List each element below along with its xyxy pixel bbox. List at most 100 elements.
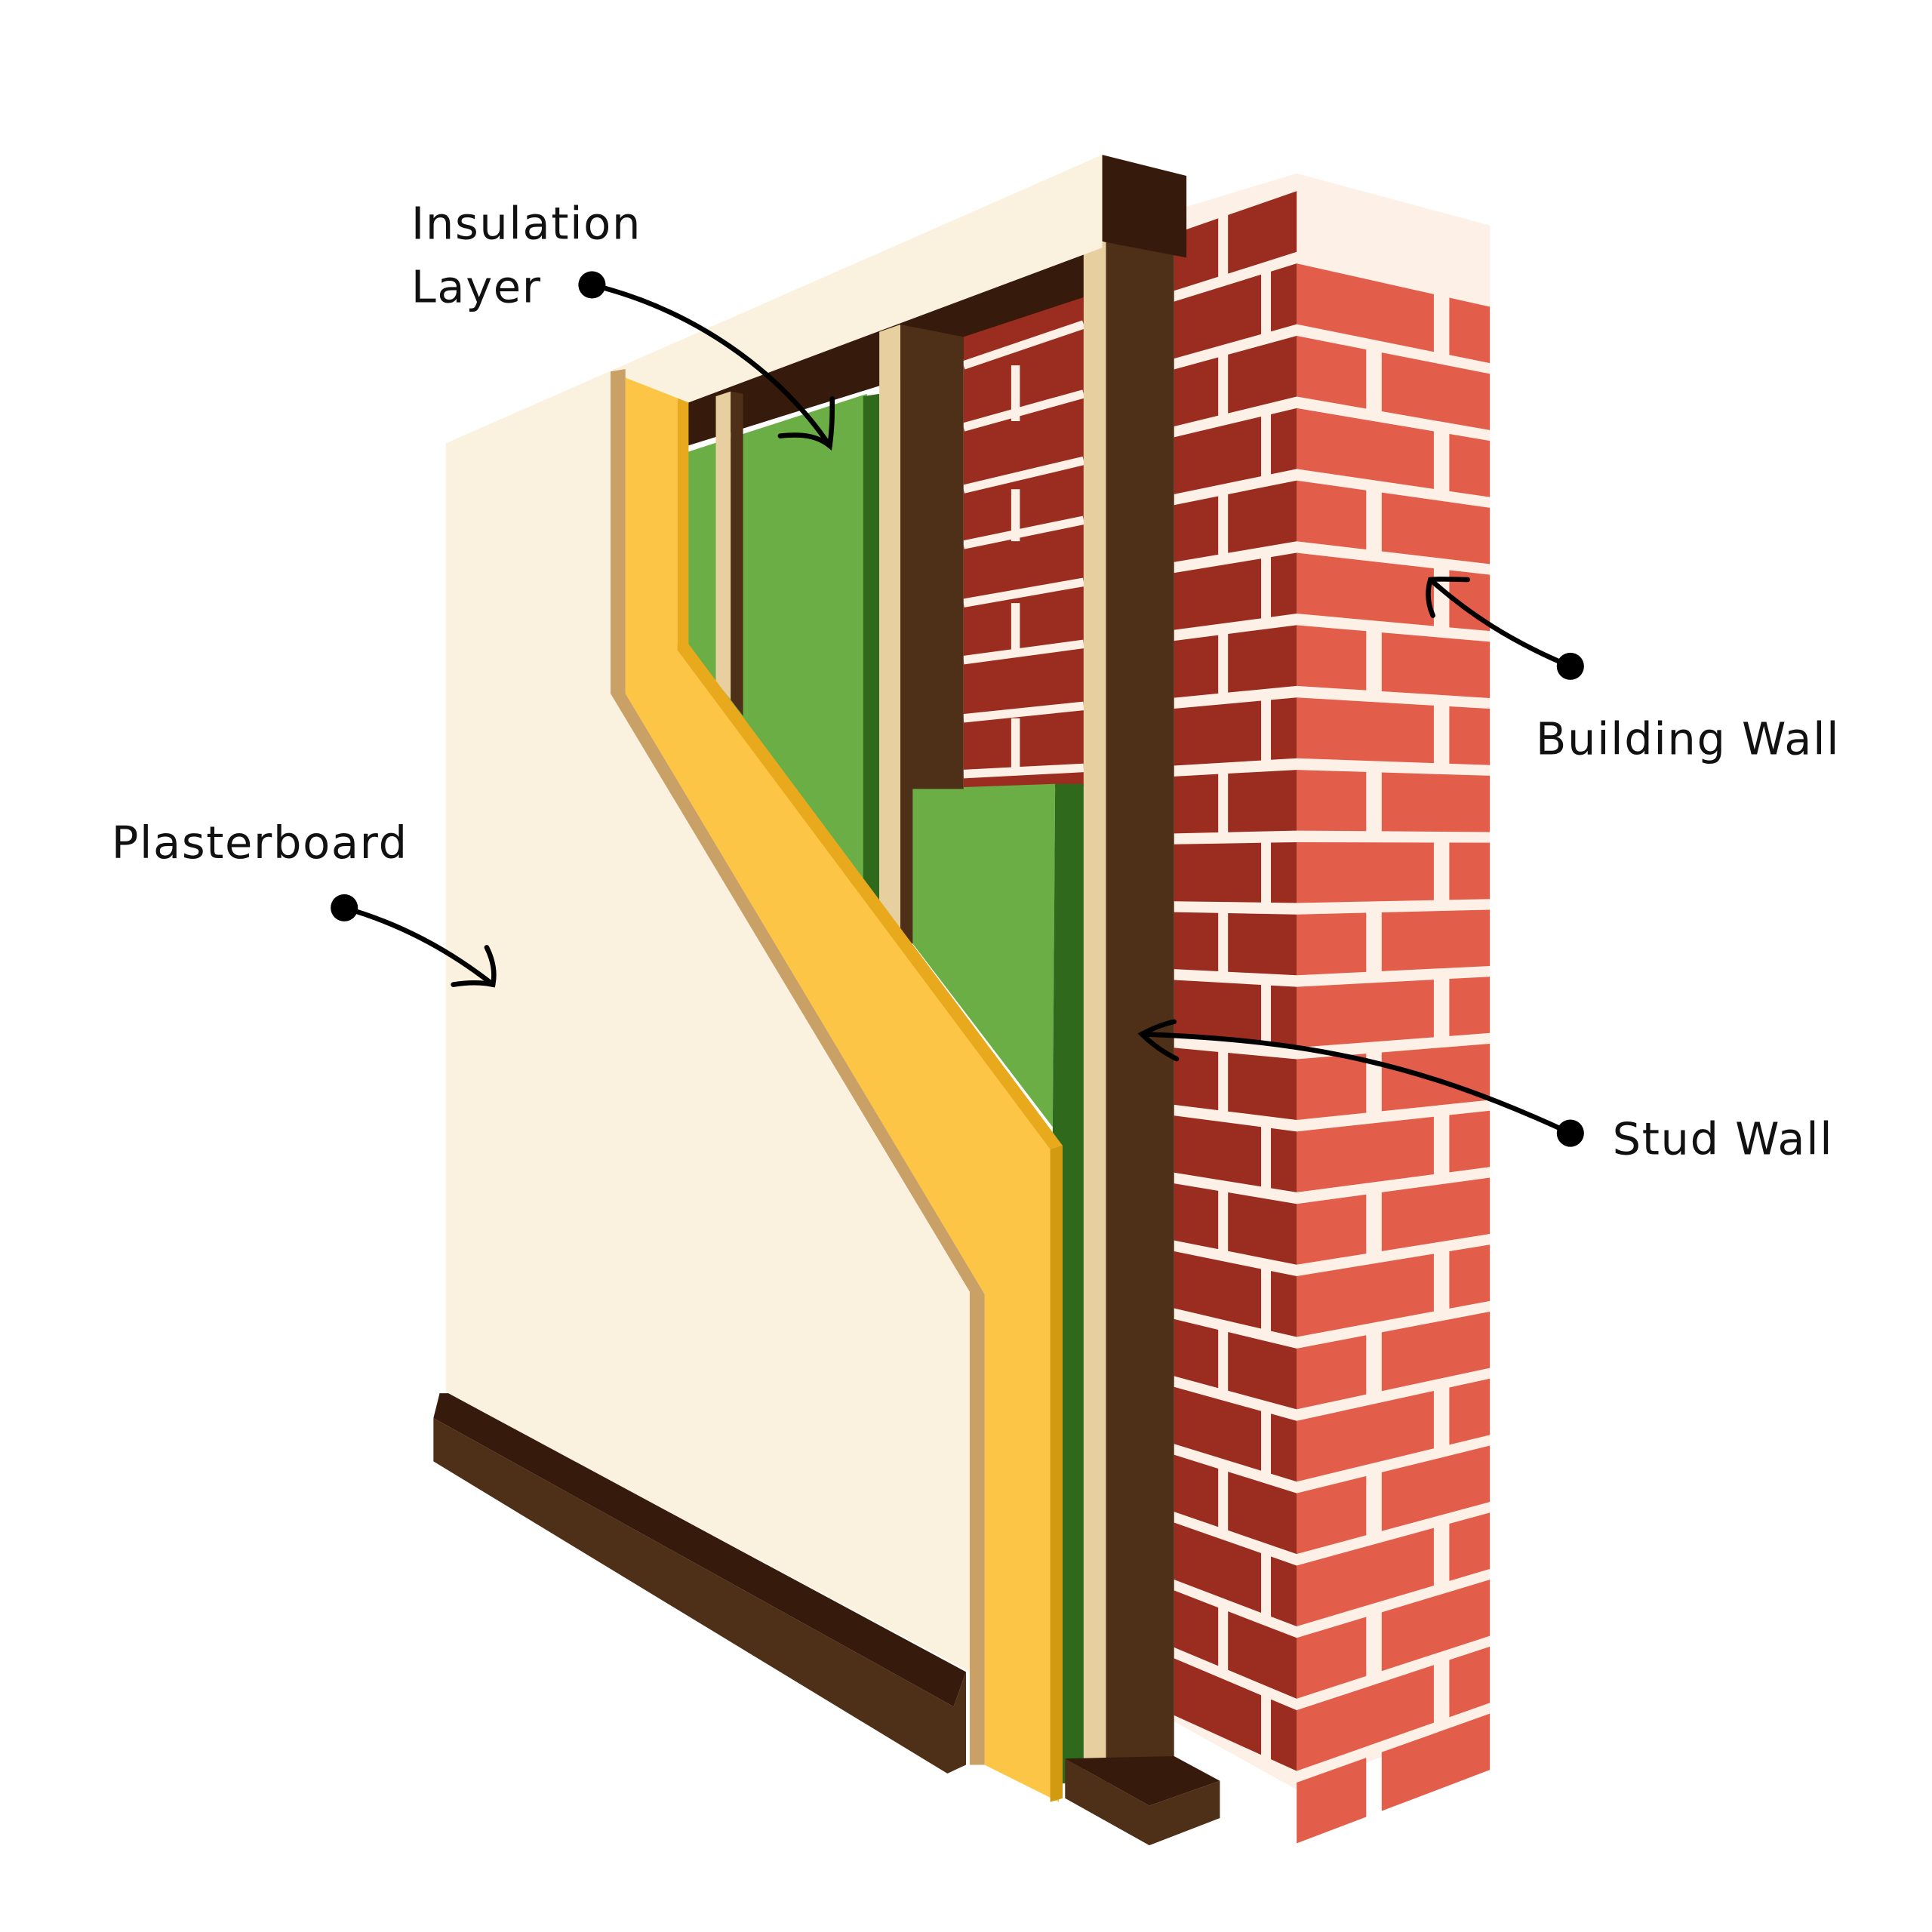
brick: [1174, 1251, 1262, 1329]
brick: [1381, 352, 1491, 430]
stud-wall-annotation-dot: [1556, 1119, 1584, 1147]
brick: [1174, 700, 1262, 766]
stud-middle-light: [879, 324, 901, 942]
brick: [1228, 1192, 1297, 1265]
brick: [1174, 558, 1262, 630]
brick: [1228, 625, 1297, 693]
brick: [1381, 1312, 1491, 1392]
brick: [1174, 1048, 1219, 1111]
brick: [1297, 1116, 1434, 1192]
plasterboard-label: Plasterboard: [112, 817, 408, 869]
brick: [1381, 1580, 1491, 1672]
brick: [1297, 1527, 1434, 1626]
stud-base-top: [1065, 1755, 1220, 1806]
brick: [1381, 1445, 1491, 1531]
brick: [1297, 697, 1434, 764]
brick: [1174, 1658, 1262, 1755]
brick: [1449, 434, 1491, 497]
building-wall: [1174, 173, 1491, 1844]
brick: [1174, 912, 1219, 972]
brick: [1271, 1414, 1297, 1482]
brick: [1271, 1699, 1297, 1771]
plasterboard-annotation-dot: [331, 894, 358, 921]
bottom-plate-front: [433, 1417, 966, 1774]
brick: [1449, 1646, 1491, 1718]
stud-main-light: [1083, 242, 1106, 1784]
brick: [1228, 191, 1297, 274]
brick: [1174, 774, 1219, 834]
stud-middle-dark: [900, 324, 964, 944]
brick: [1449, 1110, 1491, 1173]
brick: [1297, 480, 1367, 550]
insulation-annotation: [589, 282, 835, 451]
brick: [1449, 1512, 1491, 1581]
brick: [1297, 1194, 1367, 1265]
stud-top-cap: [1102, 155, 1187, 258]
brick: [1297, 335, 1367, 409]
vapour-membrane-side: [1050, 1145, 1063, 1802]
building-wall-annotation: [1426, 576, 1574, 669]
brick: [1381, 909, 1491, 971]
brick: [1449, 706, 1491, 765]
brick: [1297, 552, 1434, 626]
vapour-membrane-edge: [677, 356, 1063, 1149]
brick: [1174, 357, 1219, 427]
stud-thin-dark: [731, 391, 743, 716]
brick: [1271, 1271, 1297, 1337]
brick: [1297, 1665, 1434, 1771]
brick: [1449, 297, 1491, 364]
brick: [1297, 1054, 1367, 1121]
brick: [1297, 980, 1434, 1048]
brick: [1297, 263, 1434, 352]
brick: [1297, 841, 1434, 903]
brick: [1174, 417, 1262, 494]
brick: [1271, 1128, 1297, 1192]
brick: [1297, 1391, 1434, 1482]
brick: [1381, 632, 1491, 698]
stud-wall-label: Stud Wall: [1613, 1112, 1834, 1164]
brick: [1271, 408, 1297, 475]
brick: [1381, 772, 1491, 832]
brick: [1449, 842, 1491, 900]
brick: [1297, 912, 1367, 976]
brick: [1228, 913, 1297, 976]
brick: [1174, 980, 1262, 1045]
insulation-label-line1: Insulation: [411, 198, 641, 250]
brick: [1174, 1522, 1262, 1614]
stud-main-dark: [1106, 242, 1174, 1784]
brick-behind-lines: [961, 320, 1085, 779]
plasterboard-annotation: [341, 905, 497, 988]
brick: [1297, 1254, 1434, 1337]
brick: [1174, 842, 1262, 903]
brick: [1174, 1386, 1262, 1471]
brick: [1297, 1617, 1367, 1699]
bottom-plate-top: [433, 1393, 966, 1707]
brick: [1297, 1758, 1367, 1844]
brick: [1271, 552, 1297, 617]
stud-wall-annotation: [1137, 1019, 1574, 1136]
brick: [1271, 263, 1297, 332]
brick: [1174, 1318, 1219, 1389]
insulation-panel-lower: [912, 783, 1056, 1128]
brick: [1174, 1115, 1262, 1187]
brick: [1381, 492, 1491, 565]
ceiling-top-plate: [445, 155, 1103, 446]
brick: [1174, 635, 1219, 698]
brick: [1174, 274, 1262, 359]
insulation-annotation-dot: [578, 271, 606, 299]
brick: [1297, 408, 1434, 489]
brick: [1228, 1053, 1297, 1121]
brick: [1297, 1335, 1367, 1410]
brick: [1174, 1454, 1219, 1527]
brick: [1228, 1472, 1297, 1555]
brick: [1381, 1713, 1491, 1811]
brick: [1228, 480, 1297, 553]
building-wall-label: Building Wall: [1536, 712, 1840, 764]
brick: [1271, 985, 1297, 1048]
building-wall-annotation-dot: [1556, 652, 1584, 680]
brick: [1174, 1183, 1219, 1250]
brick: [1174, 1590, 1219, 1666]
brick: [1449, 1244, 1491, 1309]
